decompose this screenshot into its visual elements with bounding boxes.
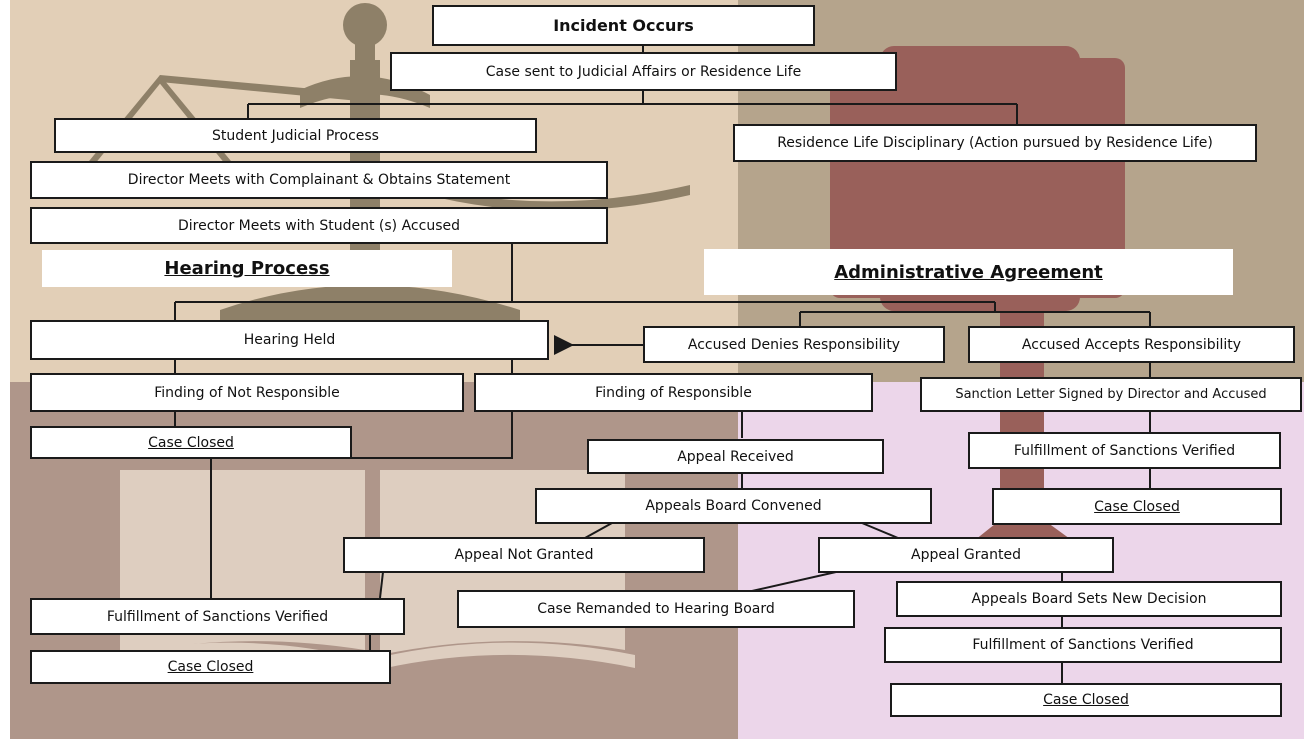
node-appeals-board-new-decision: Appeals Board Sets New Decision [896, 581, 1282, 617]
administrative-agreement-heading: Administrative Agreement [704, 249, 1233, 295]
connector-convened-split [584, 522, 899, 539]
node-appeal-granted: Appeal Granted [818, 537, 1114, 573]
node-finding-not-responsible: Finding of Not Responsible [30, 373, 464, 412]
node-incident-occurs: Incident Occurs [432, 5, 815, 46]
node-case-remanded: Case Remanded to Hearing Board [457, 590, 855, 628]
node-finding-responsible: Finding of Responsible [474, 373, 873, 412]
node-appeal-not-granted: Appeal Not Granted [343, 537, 705, 573]
connector-responsible-down [210, 411, 513, 598]
node-accused-accepts: Accused Accepts Responsibility [968, 326, 1295, 363]
node-case-closed-left: Case Closed [30, 650, 391, 684]
hearing-process-heading: Hearing Process [42, 250, 452, 287]
connector-case-branch [247, 90, 1018, 124]
node-appeal-received: Appeal Received [587, 439, 884, 474]
connector-granted-remand [751, 571, 837, 592]
hearing-process-heading-text: Hearing Process [164, 258, 330, 279]
node-fulfillment-right-1: Fulfillment of Sanctions Verified [968, 432, 1281, 469]
node-hearing-held: Hearing Held [30, 320, 549, 360]
node-case-closed-not-responsible: Case Closed [30, 426, 352, 459]
connector-not-granted-down [379, 571, 384, 599]
node-case-closed-right-1: Case Closed [992, 488, 1282, 525]
node-sanction-letter: Sanction Letter Signed by Director and A… [920, 377, 1302, 412]
node-student-judicial-process: Student Judicial Process [54, 118, 537, 153]
node-case-sent: Case sent to Judicial Affairs or Residen… [390, 52, 897, 91]
node-director-student: Director Meets with Student (s) Accused [30, 207, 608, 244]
node-accused-denies: Accused Denies Responsibility [643, 326, 945, 363]
node-fulfillment-left: Fulfillment of Sanctions Verified [30, 598, 405, 635]
node-director-complainant: Director Meets with Complainant & Obtain… [30, 161, 608, 199]
node-fulfillment-right-2: Fulfillment of Sanctions Verified [884, 627, 1282, 663]
connector-hearing-findings [174, 360, 513, 373]
node-residence-life-disciplinary: Residence Life Disciplinary (Action purs… [733, 124, 1257, 162]
node-appeals-board-convened: Appeals Board Convened [535, 488, 932, 524]
connector-hearing-branch [174, 301, 1151, 326]
node-case-closed-right-2: Case Closed [890, 683, 1282, 717]
administrative-agreement-heading-text: Administrative Agreement [834, 261, 1103, 283]
